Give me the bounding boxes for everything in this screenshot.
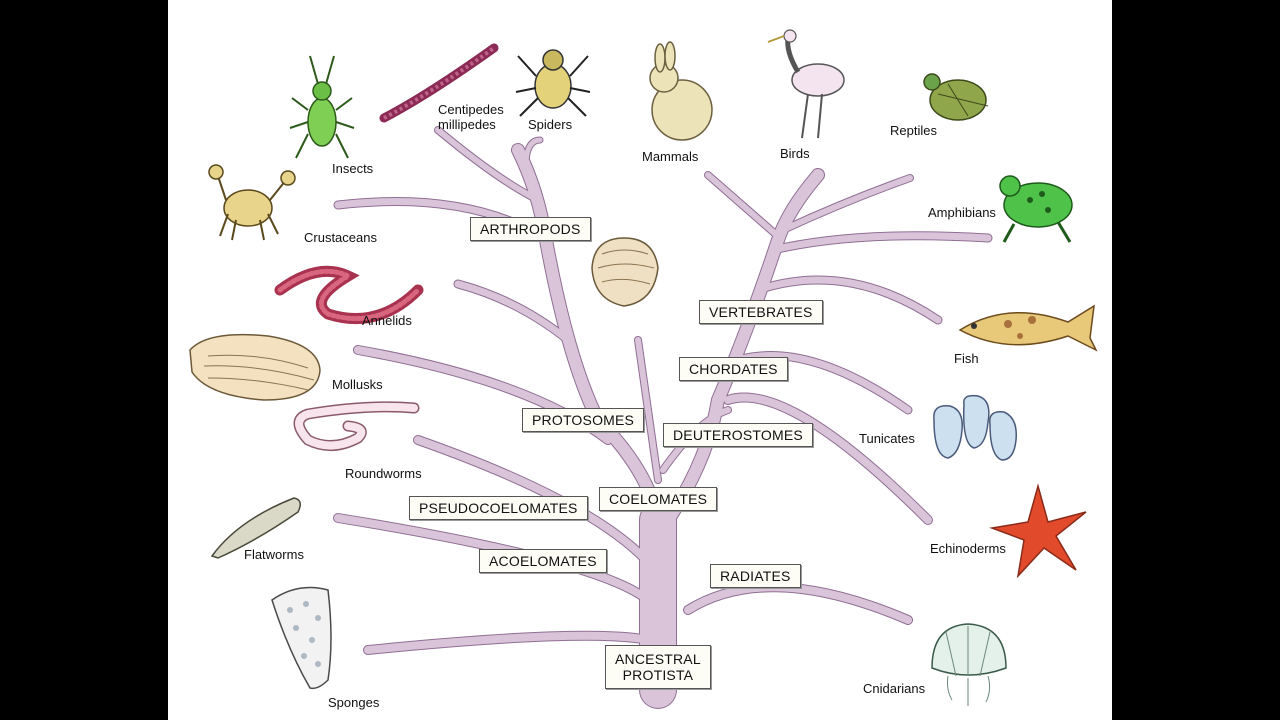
label-birds: Birds: [780, 146, 810, 161]
egret-icon: [767, 29, 845, 139]
branch: [364, 631, 652, 654]
shell-icon: [591, 237, 659, 307]
sponge-icon: [271, 586, 332, 690]
insect-icon: [289, 55, 355, 159]
label-crustaceans: Crustaceans: [304, 230, 377, 245]
label-centipedes: Centipedes millipedes: [438, 102, 504, 132]
branch: [454, 280, 572, 344]
clam-icon: [189, 333, 321, 401]
branch: [705, 172, 783, 241]
branch: [723, 392, 933, 525]
node-ancestral-protista: ANCESTRAL PROTISTA: [605, 645, 711, 689]
label-sponges: Sponges: [328, 695, 380, 710]
branch: [769, 232, 992, 254]
label-roundworms: Roundworms: [345, 466, 422, 481]
branch: [662, 169, 824, 526]
label-fish: Fish: [954, 351, 979, 366]
spider-icon: [515, 49, 591, 117]
label-insects: Insects: [332, 161, 374, 176]
label-mollusks: Mollusks: [332, 377, 383, 392]
node-protosomes: PROTOSOMES: [522, 408, 645, 432]
phylogenetic-tree: .br { fill: none; stroke: #8f6f93; strok…: [189, 29, 1098, 709]
branch: [734, 352, 912, 414]
node-acoelomates: ACOELOMATES: [479, 549, 607, 573]
earthworm-icon: [274, 265, 424, 325]
label-flatworms: Flatworms: [244, 547, 304, 562]
node-vertebrates: VERTEBRATES: [699, 300, 823, 324]
label-amphibians: Amphibians: [928, 205, 996, 220]
starfish-icon: [989, 483, 1087, 579]
branch: [724, 393, 932, 524]
label-mammals: Mammals: [642, 149, 699, 164]
label-echinoderms: Echinoderms: [930, 541, 1006, 556]
label-spiders: Spiders: [528, 117, 573, 132]
branch: [684, 583, 912, 624]
node-coelomates: COELOMATES: [599, 487, 718, 511]
label-annelids: Annelids: [362, 313, 412, 328]
node-chordates: CHORDATES: [679, 357, 788, 381]
branch: [512, 144, 664, 526]
flatworm-icon: [210, 497, 301, 559]
centipede-icon: [379, 43, 499, 123]
label-cnidarians: Cnidarians: [863, 681, 926, 696]
tree-branches: [333, 126, 993, 709]
jellyfish-icon: [931, 623, 1007, 706]
branch: [780, 175, 913, 233]
node-arthropods: ARTHROPODS: [470, 217, 591, 241]
branch: [523, 137, 543, 163]
rabbit-icon: [649, 41, 713, 141]
label-tunicates: Tunicates: [859, 431, 915, 446]
roundworm-icon: [293, 401, 420, 451]
branch: [435, 127, 541, 203]
branch: [754, 276, 942, 324]
node-radiates: RADIATES: [710, 564, 801, 588]
node-pseudocoelomates: PSEUDOCOELOMATES: [409, 496, 588, 520]
branch: [635, 337, 661, 483]
label-reptiles: Reptiles: [890, 123, 937, 138]
fish-icon: [958, 304, 1098, 352]
crab-icon: [208, 164, 296, 241]
node-deuterostomes: DEUTEROSTOMES: [663, 423, 813, 447]
frog-icon: [999, 175, 1073, 243]
diagram-canvas: .br { fill: none; stroke: #8f6f93; strok…: [168, 0, 1112, 720]
tunicate-icon: [933, 394, 1017, 461]
turtle-icon: [923, 73, 989, 121]
branch: [783, 169, 819, 218]
